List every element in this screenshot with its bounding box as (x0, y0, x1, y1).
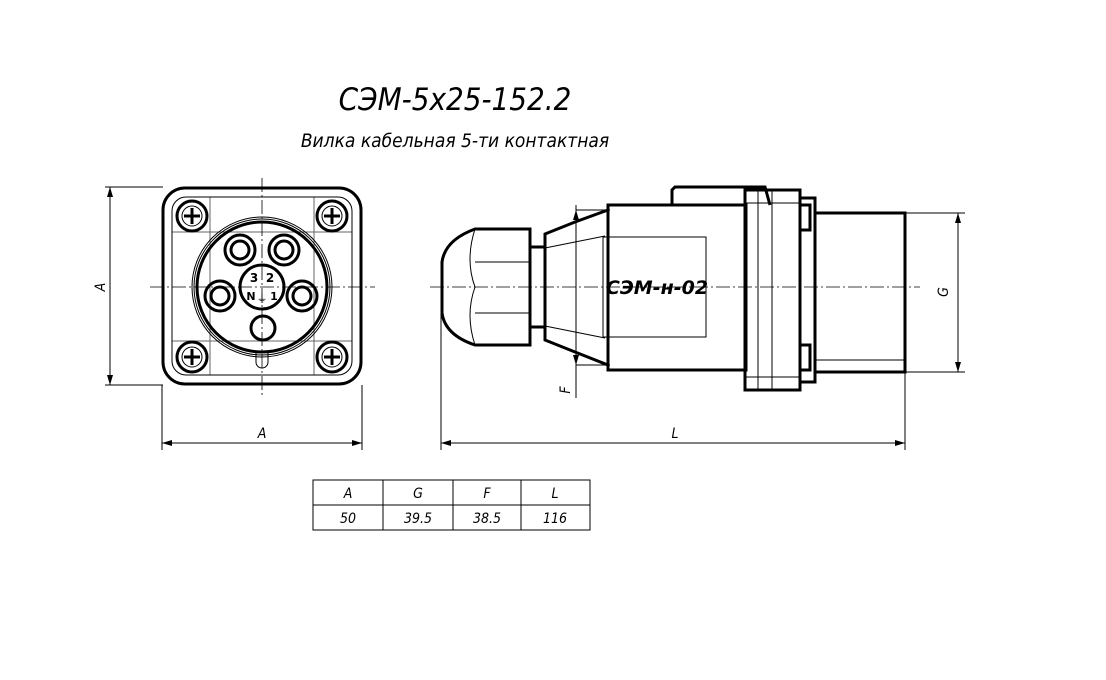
pin-label-1: 1 (270, 290, 278, 303)
product-marking: СЭМ-н-02 (606, 277, 708, 299)
table-cell: 38.5 (473, 511, 501, 527)
table-header: L (551, 486, 558, 502)
pin-label-n: N (246, 290, 255, 303)
pin-label-3: 3 (250, 271, 258, 285)
table-cell: 116 (543, 511, 567, 527)
drawing-subtitle: Вилка кабельная 5-ти контактная (301, 130, 609, 152)
dimensions-table: A G F L 50 39.5 38.5 116 (312, 479, 591, 531)
table-cell: 39.5 (404, 511, 432, 527)
dim-label-a-vertical: A (93, 283, 109, 293)
pin-label-2: 2 (266, 271, 274, 285)
dim-label-g: G (936, 287, 952, 297)
screws (175, 199, 349, 374)
table-header: F (483, 486, 491, 502)
drawing-title: СЭМ-5х25-152.2 (339, 82, 572, 118)
front-view: 3 2 N 1 ⏚ (150, 178, 375, 395)
dimensions: A A L G F (93, 186, 965, 450)
dim-label-f: F (558, 386, 574, 394)
pins (203, 233, 319, 342)
table-header: G (413, 486, 423, 502)
dim-label-l: L (671, 426, 678, 442)
side-view: СЭМ-н-02 (430, 185, 920, 392)
dim-label-a-horizontal: A (257, 426, 267, 442)
table-cell: 50 (340, 511, 356, 527)
table-header: A (343, 486, 353, 502)
